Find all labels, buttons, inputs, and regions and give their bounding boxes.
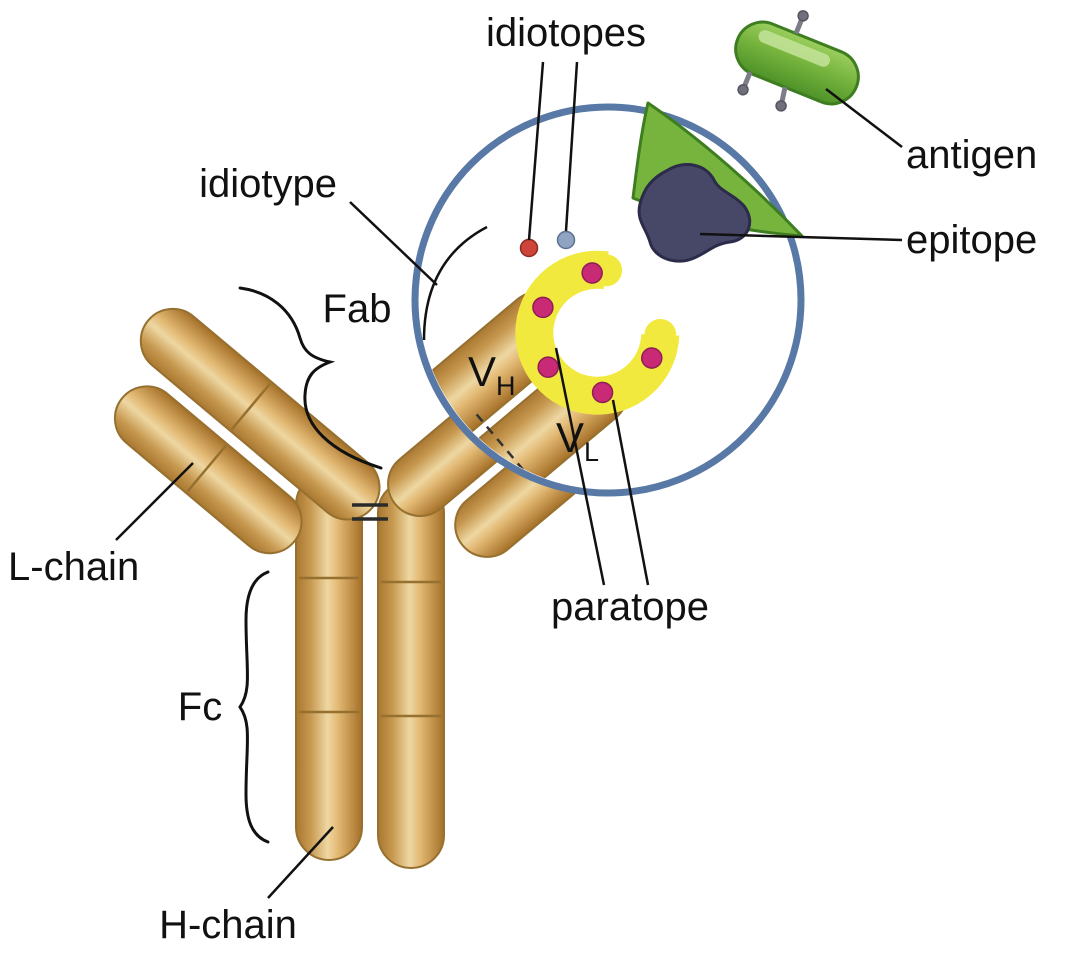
antigen-highlight xyxy=(758,30,830,67)
idiotope-dot xyxy=(581,262,603,284)
pointer-line-idiotopes-1 xyxy=(527,61,545,241)
label-h-chain: H-chain xyxy=(159,903,297,947)
antibody-molecule xyxy=(113,307,636,869)
label-fc: Fc xyxy=(178,685,222,729)
binding-cleft xyxy=(551,286,644,379)
domain-boundary-line xyxy=(186,444,227,493)
annotations xyxy=(115,61,903,899)
idiotope-dots-cluster xyxy=(532,262,663,404)
antigen-pilus-icon xyxy=(775,86,788,112)
pointer-line-antigen xyxy=(825,88,903,148)
pointer-line-h-chain xyxy=(267,826,334,899)
idiotope-dot xyxy=(641,347,663,369)
label-idiotopes: idiotopes xyxy=(486,11,646,55)
label-vl-domain: VL xyxy=(556,414,599,467)
idiotope-dot-red xyxy=(519,238,539,258)
fab-brace xyxy=(238,286,383,470)
antigen-pilus-icon xyxy=(793,10,809,35)
label-idiotype: idiotype xyxy=(199,162,337,206)
heavy-chain-stem-left xyxy=(295,471,363,861)
variable-region-dashed-line xyxy=(475,413,550,489)
idiotope-dot xyxy=(591,381,614,404)
antigen-capsule xyxy=(734,10,860,112)
heavy-chain-arm-bar xyxy=(139,307,381,521)
pointer-line-idiotopes-2 xyxy=(564,61,579,232)
idiotope-dot-blue xyxy=(556,230,576,250)
pointer-line-epitope xyxy=(699,232,903,242)
idiotope-dot xyxy=(532,296,554,319)
fab-arm-left xyxy=(113,307,381,555)
label-paratope: paratope xyxy=(551,585,709,629)
label-l-chain: L-chain xyxy=(8,545,139,589)
label-vh-domain: VH xyxy=(468,348,516,401)
label-antigen: antigen xyxy=(906,133,1037,177)
pointer-line-l-chain xyxy=(115,462,194,541)
pointer-line-paratope-1 xyxy=(554,347,606,586)
fc-stem xyxy=(295,471,445,869)
pointer-line-paratope-2 xyxy=(611,399,650,586)
hinge-disulfide-bonds xyxy=(352,503,388,521)
idiotope-dot xyxy=(537,356,559,378)
label-epitope: epitope xyxy=(906,218,1037,262)
heavy-chain-stem-right xyxy=(377,479,445,869)
antigen-pilus-icon xyxy=(737,71,753,96)
light-chain-bar xyxy=(113,385,303,555)
domain-boundary-line xyxy=(230,382,272,431)
epitope-blob xyxy=(637,163,752,263)
idiotype-bracket-arc xyxy=(422,225,488,341)
fc-brace xyxy=(238,570,270,844)
pointer-line-idiotype xyxy=(349,201,438,286)
label-fab: Fab xyxy=(323,287,392,331)
